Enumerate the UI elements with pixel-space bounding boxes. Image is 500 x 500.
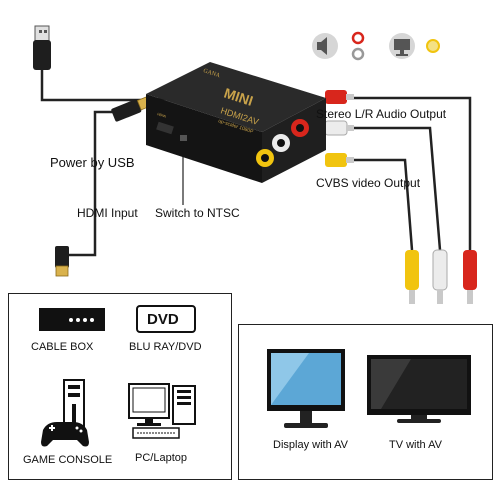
rca-plug-white-top bbox=[324, 120, 354, 136]
device-port-hdmi-label: HDMI bbox=[157, 112, 167, 119]
game-console-icon bbox=[41, 379, 89, 447]
display-with-av-label: Display with AV bbox=[273, 439, 348, 451]
displays-panel: Display with AV TV with AV bbox=[238, 324, 493, 480]
pc-laptop-label: PC/Laptop bbox=[135, 452, 187, 464]
device-brand-text: GANA bbox=[202, 68, 221, 79]
rca-plug-yellow-top bbox=[325, 153, 354, 167]
hdmi-plug-bottom bbox=[55, 246, 69, 277]
cable-box-icon bbox=[39, 308, 105, 331]
switch-ntsc-label: Switch to NTSC bbox=[155, 206, 240, 220]
device-hdmi-port bbox=[156, 121, 174, 135]
pc-laptop-icon bbox=[128, 383, 196, 439]
rca-plug-white-bottom bbox=[432, 249, 448, 304]
speaker-icon bbox=[312, 33, 338, 59]
cvbs-video-label: CVBS video Output bbox=[316, 176, 421, 190]
game-console-label: GAME CONSOLE bbox=[23, 454, 113, 466]
video-indicator-icon bbox=[426, 39, 440, 53]
yellow-rca-cable bbox=[340, 158, 414, 251]
red-rca-cable bbox=[340, 96, 472, 250]
rca-plug-red-bottom bbox=[463, 250, 477, 304]
blu-ray-label: BLU RAY/DVD bbox=[129, 341, 202, 353]
hdmi-input-label: HDMI Input bbox=[77, 206, 138, 220]
sources-icons bbox=[39, 305, 196, 447]
power-by-usb-label: Power by USB bbox=[50, 155, 135, 170]
cable-box-label: CABLE BOX bbox=[31, 341, 94, 353]
displays-icons bbox=[267, 349, 471, 428]
hdmi-cable bbox=[60, 110, 128, 257]
rca-plug-yellow-bottom bbox=[405, 250, 419, 304]
audio-lr-indicator-icon bbox=[351, 31, 365, 61]
tv-icon bbox=[367, 355, 471, 423]
converter-device: MINI HDMI2AV up-scaler 1080P GANA HDMI bbox=[146, 62, 326, 183]
tv-with-av-label: TV with AV bbox=[389, 439, 442, 451]
dvd-badge-text: DVD bbox=[147, 311, 179, 328]
dvd-badge-icon bbox=[136, 305, 196, 333]
usb-plug bbox=[33, 25, 51, 70]
monitor-icon bbox=[389, 33, 415, 59]
ntsc-switch bbox=[180, 135, 187, 141]
white-rca-cable bbox=[340, 126, 442, 251]
device-rca-jacks bbox=[256, 119, 309, 167]
stereo-audio-label: Stereo L/R Audio Output bbox=[316, 107, 447, 121]
display-monitor-icon bbox=[267, 349, 345, 428]
rca-plug-red-top bbox=[325, 90, 354, 104]
sources-panel: DVD CABLE BOX BLU RAY/DVD GAME CONSOLE P… bbox=[8, 293, 232, 480]
